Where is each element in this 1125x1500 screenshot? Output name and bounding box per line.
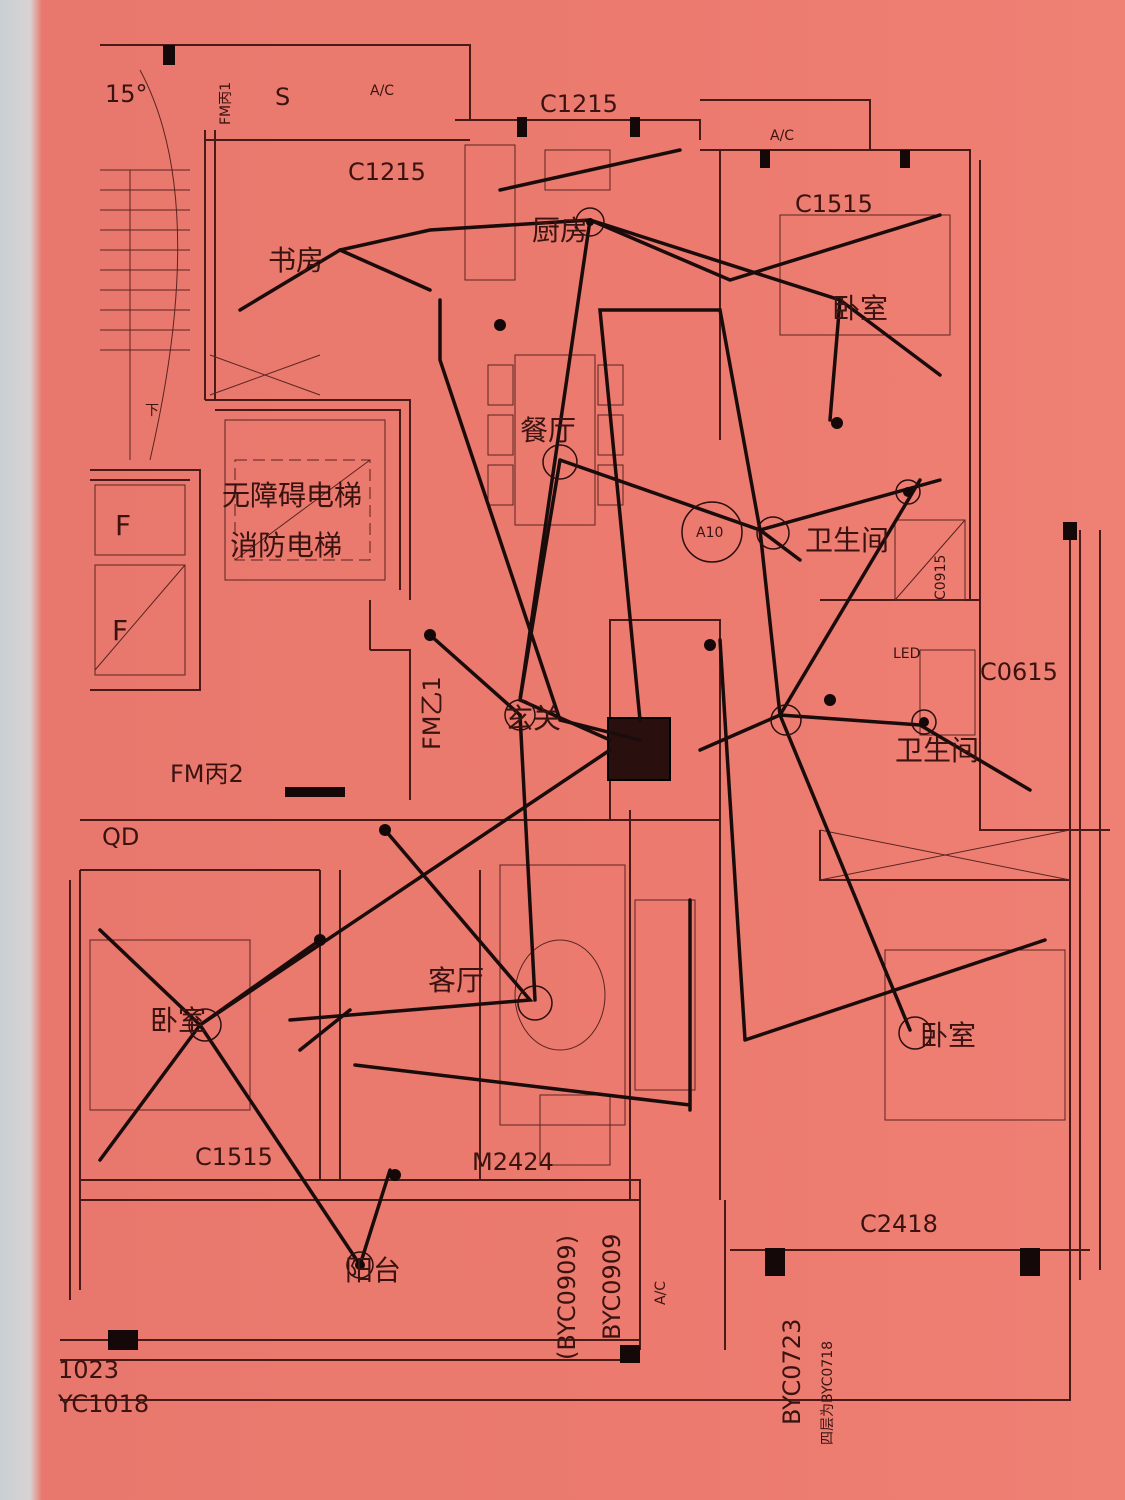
code-1023: 1023 [58,1356,119,1384]
room-bathroom-1: 卫生间 [805,524,889,557]
code-a10: A10 [696,525,723,541]
distribution-box-icon [607,717,671,781]
room-living: 客厅 [428,964,484,997]
room-bedroom-se: 卧室 [920,1019,976,1052]
room-bathroom-2: 卫生间 [895,734,979,767]
room-kitchen: 厨房 [532,214,588,247]
code-c1215-study: C1215 [348,158,426,186]
code-fm-bing1: FM丙1 [218,82,234,125]
code-f-2: F [112,614,128,647]
code-c0915: C0915 [933,555,949,600]
stair-angle: 15° [105,80,148,108]
label-elevator-accessible: 无障碍电梯 [222,479,362,512]
room-dining: 餐厅 [520,414,576,447]
room-bedroom-ne: 卧室 [832,292,888,325]
code-qd: QD [102,823,139,851]
label-elevator-fire: 消防电梯 [230,529,342,562]
code-ac-3: A/C [653,1281,669,1305]
code-byc0718-note: 四层为BYC0718 [820,1341,836,1445]
code-yc1018: YC1018 [57,1390,149,1418]
stair-down: 下 [145,403,159,419]
code-s: S [275,83,290,111]
walls [60,44,1110,1401]
code-c1215-top: C1215 [540,90,618,118]
code-ac-2: A/C [770,128,794,144]
lamp-icons [188,207,937,1279]
code-f-1: F [115,509,131,542]
room-balcony: 阳台 [345,1254,401,1287]
code-ac-1: A/C [370,83,394,99]
label-led: LED [893,646,920,662]
code-fm-bing2: FM丙2 [170,760,244,788]
code-fm-yi1: FM乙1 [418,676,446,750]
annotation-codes: C1215 C1215 C1515 C1515 A10 C0915 C0615 … [57,80,1058,1445]
wiring [98,148,1047,1270]
room-labels: 书房 厨房 卧室 餐厅 卫生间 卫生间 玄关 客厅 卧室 卧室 阳台 无障碍电梯… [150,214,979,1287]
code-m2424: M2424 [472,1148,554,1176]
code-c1515-sw: C1515 [195,1143,273,1171]
wall-blocks [108,45,1077,1363]
room-foyer: 玄关 [505,702,561,735]
room-study: 书房 [268,244,324,277]
code-c0615: C0615 [980,658,1058,686]
room-bedroom-sw: 卧室 [150,1004,206,1037]
code-byc0909-paren: (BYC0909) [553,1235,581,1360]
code-byc0723: BYC0723 [778,1319,806,1425]
code-byc0909: BYC0909 [598,1234,626,1340]
code-c1515-ne: C1515 [795,190,873,218]
code-c2418: C2418 [860,1210,938,1238]
